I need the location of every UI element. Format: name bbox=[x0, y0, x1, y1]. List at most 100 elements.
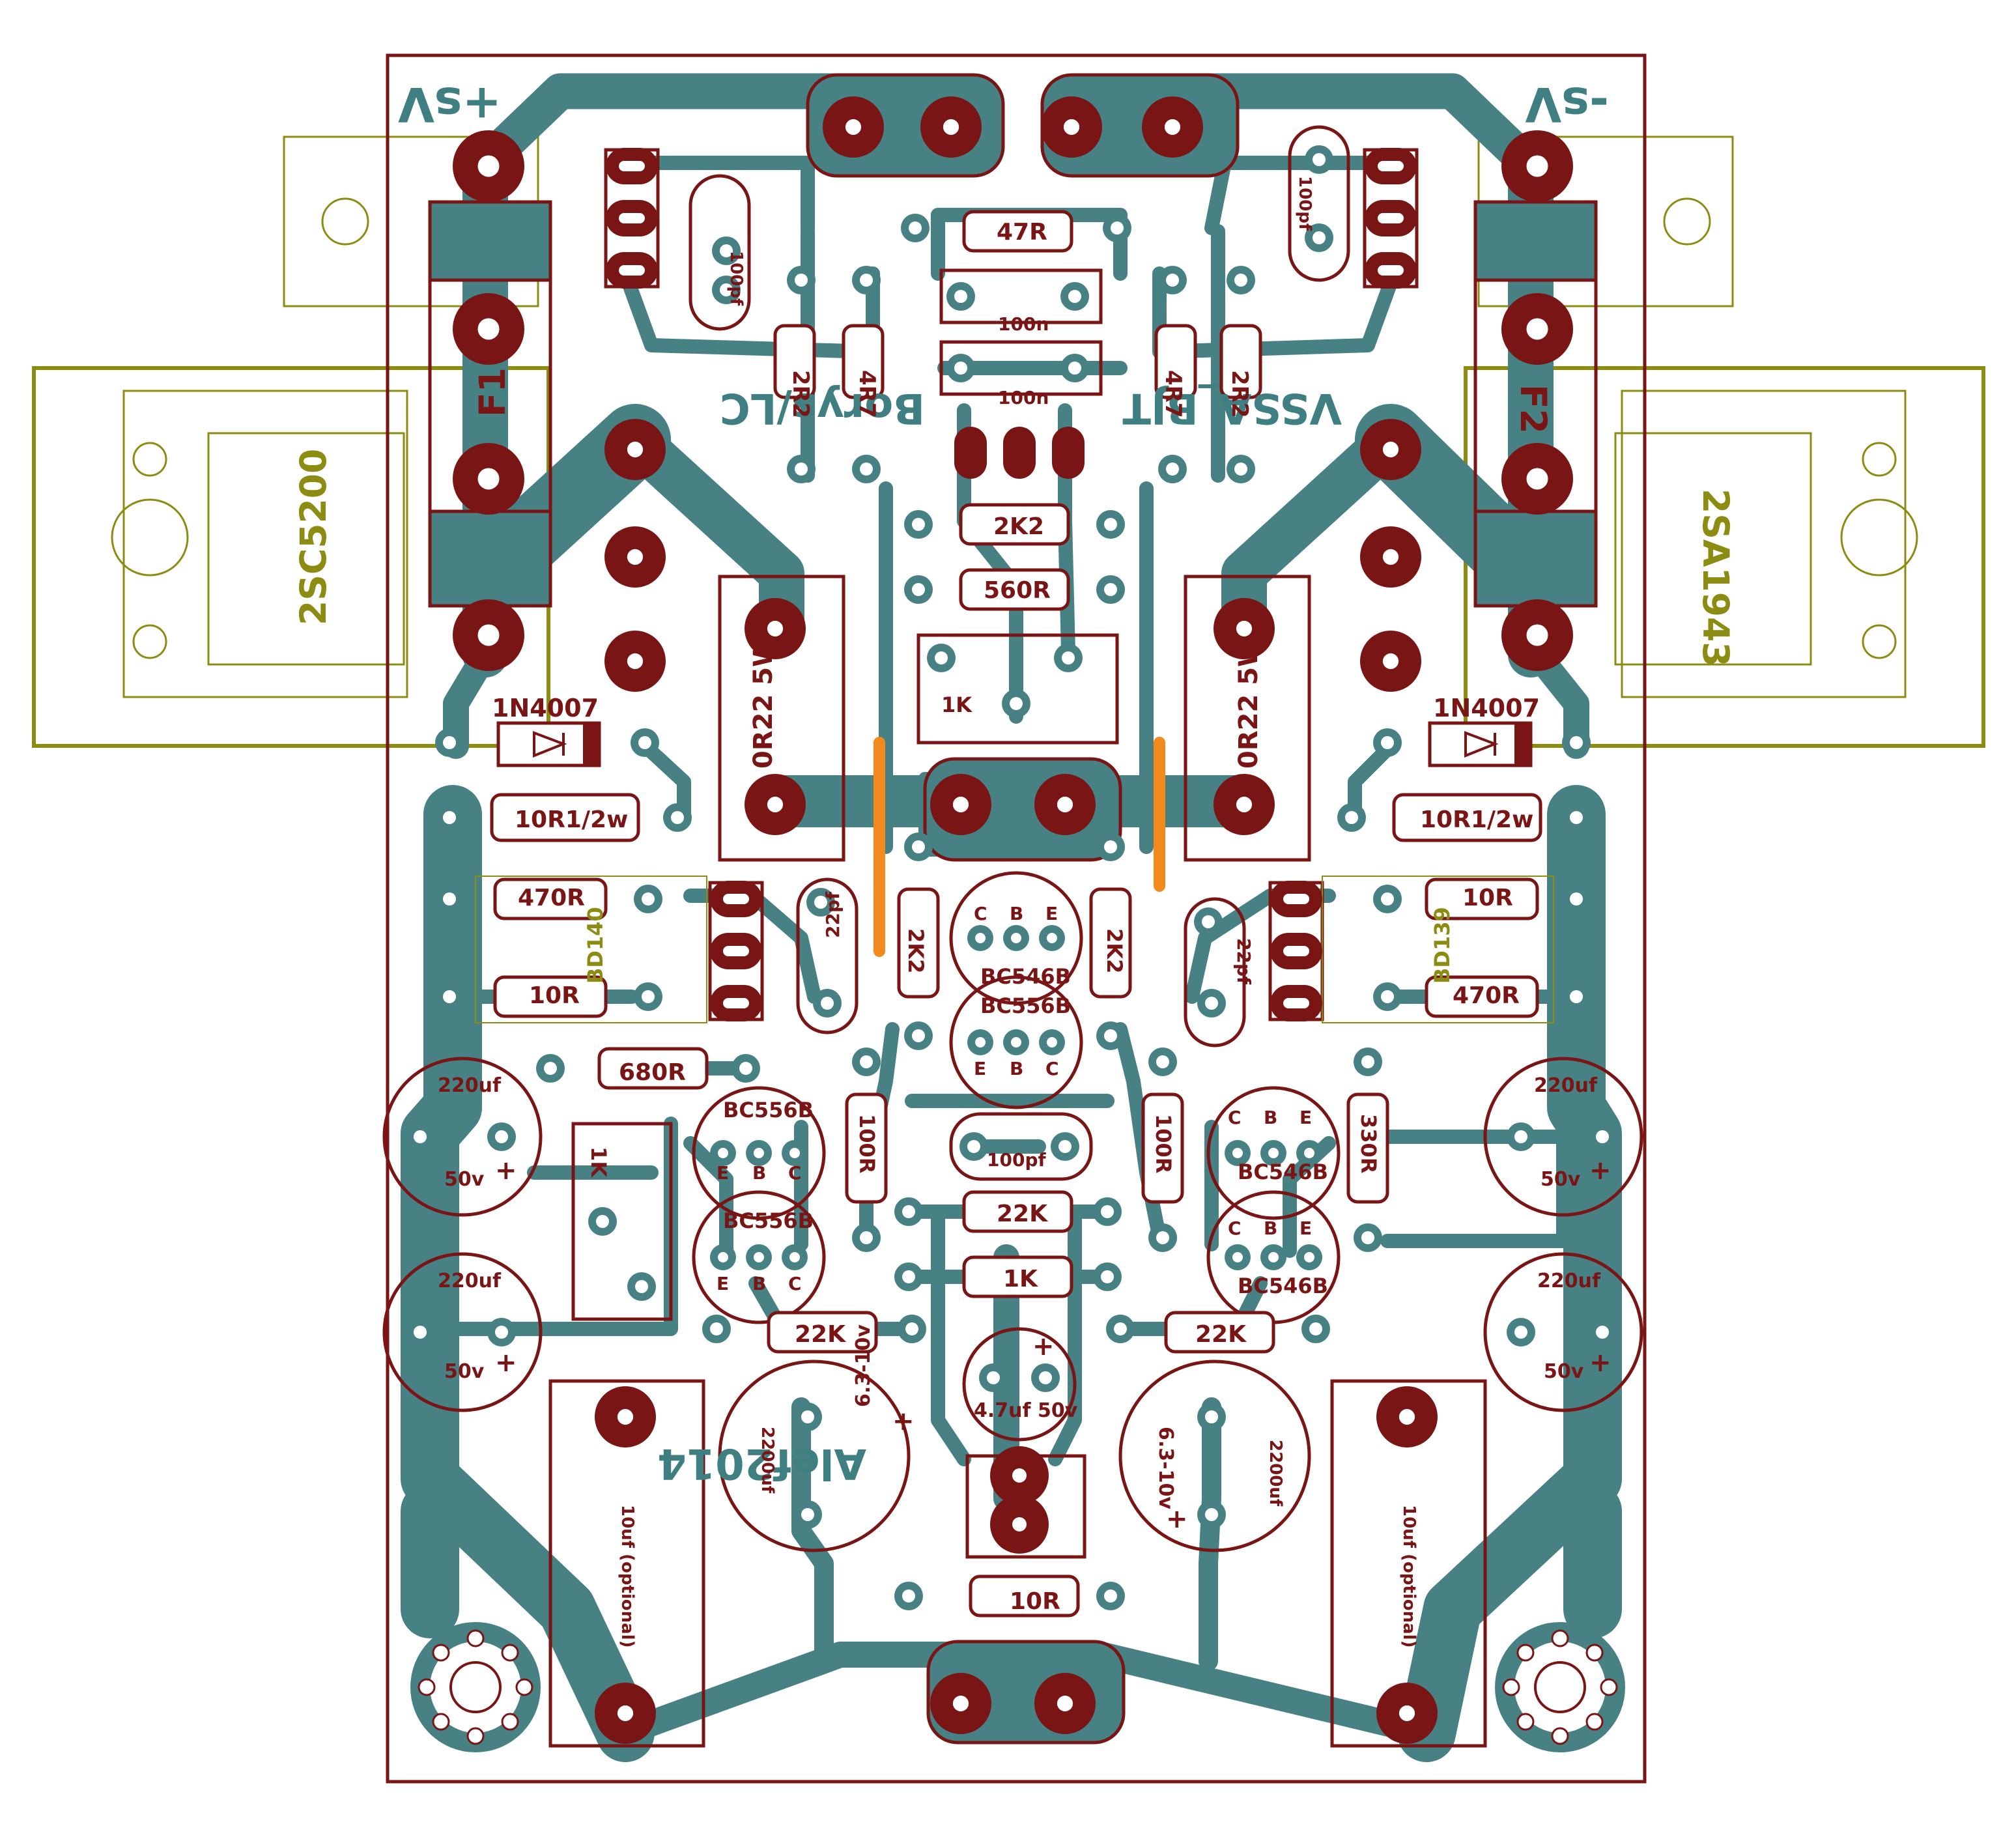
oblong-hole-0 bbox=[619, 161, 645, 171]
c4u7-label: 4.7uf 50v bbox=[974, 1399, 1078, 1422]
mount-via-1-4 bbox=[1502, 1678, 1520, 1696]
mount-via-1-7 bbox=[1585, 1644, 1604, 1662]
small-pad-hole-52 bbox=[1101, 1270, 1114, 1283]
small-pad-hole-11 bbox=[1166, 463, 1179, 476]
to92-hole-5-1 bbox=[1268, 1252, 1279, 1262]
oblong-hole-5 bbox=[1378, 265, 1404, 276]
c50v-bl-label: 50v bbox=[444, 1360, 485, 1383]
pad-hole-29 bbox=[1057, 1695, 1073, 1712]
small-pad-hole-23 bbox=[1381, 736, 1394, 749]
to92-hole-2-0 bbox=[718, 1148, 728, 1158]
mount-via-1-0 bbox=[1600, 1678, 1618, 1696]
pad-hole-20 bbox=[1236, 620, 1253, 637]
power-transistor-left-label: 2SC5200 bbox=[292, 449, 334, 625]
pad-hole-17 bbox=[1164, 119, 1181, 135]
oblong-hole-11 bbox=[1283, 998, 1309, 1008]
small-pad-hole-84 bbox=[635, 1280, 648, 1293]
r2r2b-label: 2R2 bbox=[1227, 370, 1253, 418]
small-pad-hole-70 bbox=[1205, 1508, 1218, 1521]
c50v-br-label: 50v bbox=[1544, 1360, 1584, 1383]
small-pad-hole-9 bbox=[860, 463, 873, 476]
small-pad-hole-68 bbox=[801, 1508, 814, 1521]
resistor-r100b bbox=[1141, 1092, 1184, 1204]
supply-pos-label: +sV bbox=[398, 77, 502, 132]
small-pad-hole-41 bbox=[544, 1062, 557, 1075]
small-pad-hole-34 bbox=[1570, 892, 1583, 905]
small-pad-hole-51 bbox=[902, 1270, 915, 1283]
small-pad-hole-37 bbox=[912, 840, 925, 853]
resistor-r680 bbox=[597, 1047, 709, 1090]
diode-right bbox=[1428, 721, 1533, 767]
r330-label: 330R bbox=[1356, 1114, 1381, 1173]
trimmer-bias-label: 1K bbox=[941, 692, 973, 717]
svg-text:B: B bbox=[1264, 1107, 1277, 1128]
resistor-r560 bbox=[959, 568, 1070, 611]
to92-hole-1-0 bbox=[975, 1037, 986, 1047]
small-pad-hole-21 bbox=[443, 736, 456, 749]
pad-hole-26 bbox=[1398, 1408, 1415, 1425]
small-pad-hole-55 bbox=[1114, 1322, 1127, 1335]
pad-hole-3 bbox=[477, 624, 500, 646]
svg-text:C: C bbox=[1228, 1107, 1242, 1128]
pad-hole-27 bbox=[1398, 1705, 1415, 1722]
svg-text:C: C bbox=[1228, 1218, 1242, 1239]
small-pad-hole-38 bbox=[912, 1029, 925, 1042]
small-pad-hole-62 bbox=[495, 1326, 508, 1339]
mount-via-1-3 bbox=[1516, 1713, 1535, 1731]
small-pad-hole-5 bbox=[1068, 362, 1081, 375]
to92-hole-5-2 bbox=[1304, 1252, 1314, 1262]
small-pad-hole-78 bbox=[720, 283, 733, 296]
c100nb-label: 100n bbox=[998, 387, 1049, 408]
small-pad-hole-63 bbox=[1514, 1130, 1527, 1143]
q-bc556-top-label: BC556B bbox=[980, 993, 1071, 1018]
trimmer-dc-label: 1K bbox=[586, 1147, 611, 1178]
resistor-r22ka bbox=[962, 1190, 1073, 1233]
small-pad-hole-39 bbox=[1104, 840, 1117, 853]
mount-hole-0 bbox=[449, 1661, 502, 1713]
resistor-r10r1b bbox=[1392, 793, 1542, 842]
plus-tr: + bbox=[1589, 1156, 1611, 1186]
small-pad-hole-20 bbox=[1010, 697, 1023, 710]
r2k2top-label: 2K2 bbox=[993, 513, 1044, 540]
small-pad-hole-15 bbox=[1104, 518, 1117, 531]
r0r22a-label: 0R22 5W bbox=[748, 638, 778, 769]
mount-via-1-1 bbox=[1585, 1713, 1604, 1731]
small-pad-hole-77 bbox=[720, 244, 733, 257]
r4r7b-label: 4R7 bbox=[1160, 370, 1186, 418]
small-pad-hole-76 bbox=[1205, 997, 1218, 1010]
small-pad-hole-79 bbox=[1313, 153, 1326, 166]
diode-left-label: 1N4007 bbox=[492, 694, 599, 722]
pad-hole-2 bbox=[477, 468, 500, 490]
resistor-r10bot bbox=[969, 1575, 1080, 1617]
c63v-right-label: 6.3-10v bbox=[1154, 1427, 1177, 1509]
pin-letters-q2: E B C bbox=[974, 1058, 1059, 1079]
to92-hole-0-2 bbox=[1047, 933, 1057, 943]
small-pad-hole-58 bbox=[1104, 1589, 1117, 1603]
power-transistor-right-label: 2SA1943 bbox=[1695, 489, 1737, 667]
mount-via-0-5 bbox=[432, 1644, 450, 1662]
pin-letters-q4: E B C bbox=[717, 1273, 802, 1294]
q-bc556-a-label: BC556B bbox=[723, 1098, 814, 1122]
svg-text:E: E bbox=[974, 1058, 986, 1079]
bias-transistor-pad-2 bbox=[1052, 427, 1085, 479]
diode-right-label: 1N4007 bbox=[1433, 694, 1540, 722]
c220-bl-label: 220uf bbox=[438, 1270, 502, 1292]
small-pad-hole-28 bbox=[1570, 811, 1583, 824]
c22pa-label: 22pf bbox=[822, 891, 844, 938]
plus-tl: + bbox=[495, 1156, 517, 1186]
small-pad-hole-8 bbox=[860, 274, 873, 287]
plus-c2200l: + bbox=[892, 1406, 915, 1436]
c100na-label: 100n bbox=[998, 313, 1049, 335]
r10b-label: 10R bbox=[1462, 885, 1513, 911]
r22kc-label: 22K bbox=[1195, 1321, 1247, 1348]
copper-text-left: Borys/LC bbox=[720, 384, 925, 432]
small-pad-hole-67 bbox=[801, 1410, 814, 1423]
resistor-r2k2r bbox=[1089, 887, 1132, 999]
mount-via-0-7 bbox=[501, 1644, 519, 1662]
plus-c2200r: + bbox=[1166, 1504, 1188, 1534]
oblong-hole-3 bbox=[1378, 161, 1404, 171]
copper-text-bottom: Alef2014 bbox=[657, 1439, 866, 1487]
pad-hole-16 bbox=[1063, 119, 1080, 135]
small-pad-hole-22 bbox=[638, 736, 651, 749]
